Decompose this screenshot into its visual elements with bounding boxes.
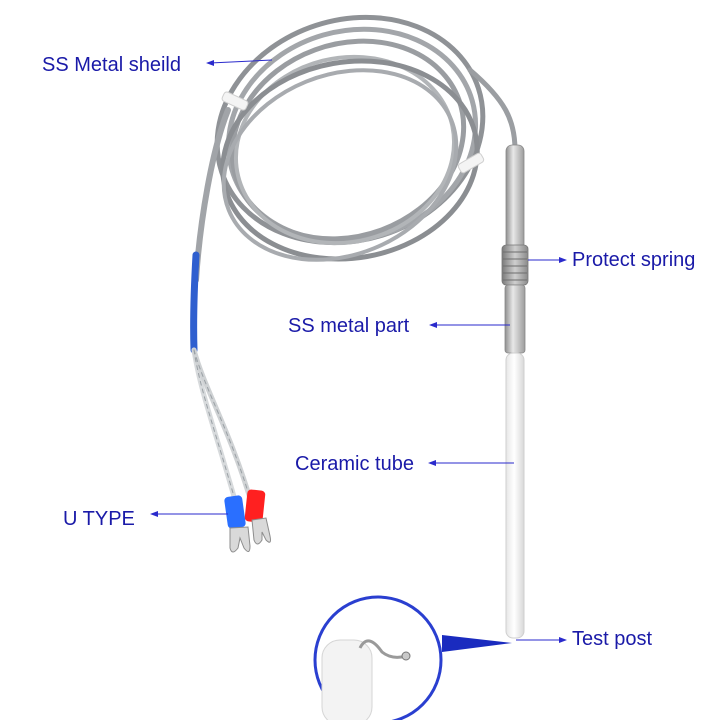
label-ceramic-tube: Ceramic tube (295, 453, 414, 475)
blue-lug-sleeve (224, 495, 246, 529)
leader-lines (150, 59, 567, 643)
coiled-cable (193, 14, 518, 283)
label-u-type: U TYPE (63, 508, 135, 530)
ss-metal-sleeve (505, 144, 525, 251)
red-lug-sleeve (244, 489, 266, 523)
test-post-callout (313, 595, 512, 720)
cable-tie (221, 91, 485, 174)
test-post-tip (401, 651, 411, 661)
protect-spring (501, 244, 529, 286)
lead-wires (191, 347, 255, 508)
probe-assembly (501, 144, 529, 639)
ceramic-tube (505, 352, 525, 639)
label-ss-metal-shield: SS Metal sheild (42, 54, 181, 76)
label-protect-spring: Protect spring (572, 249, 696, 271)
leader-shield (209, 59, 273, 64)
ss-metal-part (504, 284, 526, 354)
red-lug-fork (251, 517, 271, 545)
blue-lug-fork (229, 526, 251, 553)
label-ss-metal-part: SS metal part (288, 315, 410, 337)
label-test-post: Test post (572, 628, 653, 650)
u-type-lugs (224, 489, 271, 553)
blue-sleeve (190, 251, 200, 354)
